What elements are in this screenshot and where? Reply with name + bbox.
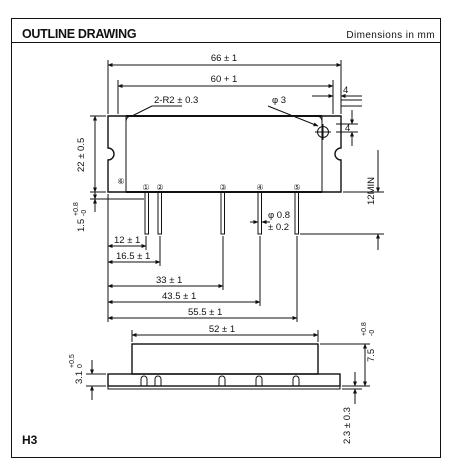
dim-tab-width: 4 <box>343 85 348 96</box>
dim-pitch-5: 55.5 ± 1 <box>188 307 222 318</box>
dim-pitch-1: 12 ± 1 <box>114 235 140 246</box>
dim-body-height: 22 ± 0.5 <box>76 138 87 172</box>
pin-label-2: ② <box>156 183 163 192</box>
leads-side-view <box>140 375 300 386</box>
pin-label-6: ⑥ <box>117 177 124 186</box>
dim-pitch-4: 43.5 ± 1 <box>162 291 196 302</box>
pin-labels: ① ② ③ ④ ⑤ ⑥ <box>117 177 300 192</box>
leads-top-view <box>144 191 299 235</box>
dim-side-height-right-tol-upper: +0.8 <box>361 322 368 336</box>
dim-lead-width-tol: ± 0.2 <box>268 222 289 233</box>
dim-lead-offset-tol-upper: +0.8 <box>73 202 80 216</box>
pin-label-1: ① <box>142 183 149 192</box>
dim-body-length: 60 + 1 <box>211 74 238 85</box>
dim-corner-radius: 2-R2 ± 0.3 <box>154 95 198 106</box>
dim-hole-offset: 4 <box>345 123 350 134</box>
dim-lead-width: φ 0.8 <box>268 210 290 221</box>
dim-lead-offset-tol-lower: -0 <box>81 210 88 216</box>
dim-min-lead-length: 12MIN <box>366 177 377 205</box>
dim-side-height-left: 3.1 <box>74 371 85 384</box>
dim-side-height-right: 7.5 <box>366 349 377 362</box>
mounting-hole <box>315 124 331 140</box>
header-divider <box>11 42 441 43</box>
module-body-side-view <box>107 343 341 390</box>
package-code: H3 <box>22 433 38 447</box>
pin-label-4: ④ <box>256 183 263 192</box>
dim-overall-length: 66 ± 1 <box>211 53 237 64</box>
dim-side-height-left-tol-lower: 0 <box>77 364 84 368</box>
pin-label-5: ⑤ <box>293 183 300 192</box>
drawing-frame <box>11 18 441 458</box>
pin-label-3: ③ <box>219 183 226 192</box>
dim-side-height-left-tol-upper: +0.5 <box>69 354 76 368</box>
dim-base-thickness: 2.3 ± 0.3 <box>342 407 353 444</box>
module-body-top-view <box>107 115 342 193</box>
dim-hole-diameter: φ 3 <box>272 95 286 106</box>
units-note: Dimensions in mm <box>346 30 435 41</box>
dim-lead-offset: 1.5 <box>76 219 87 232</box>
dim-pitch-3: 33 ± 1 <box>156 275 182 286</box>
dim-side-length: 52 ± 1 <box>209 324 235 335</box>
drawing-title: OUTLINE DRAWING <box>22 27 137 41</box>
dim-side-height-right-tol-lower: -0 <box>369 330 376 336</box>
dim-pitch-2: 16.5 ± 1 <box>116 251 150 262</box>
